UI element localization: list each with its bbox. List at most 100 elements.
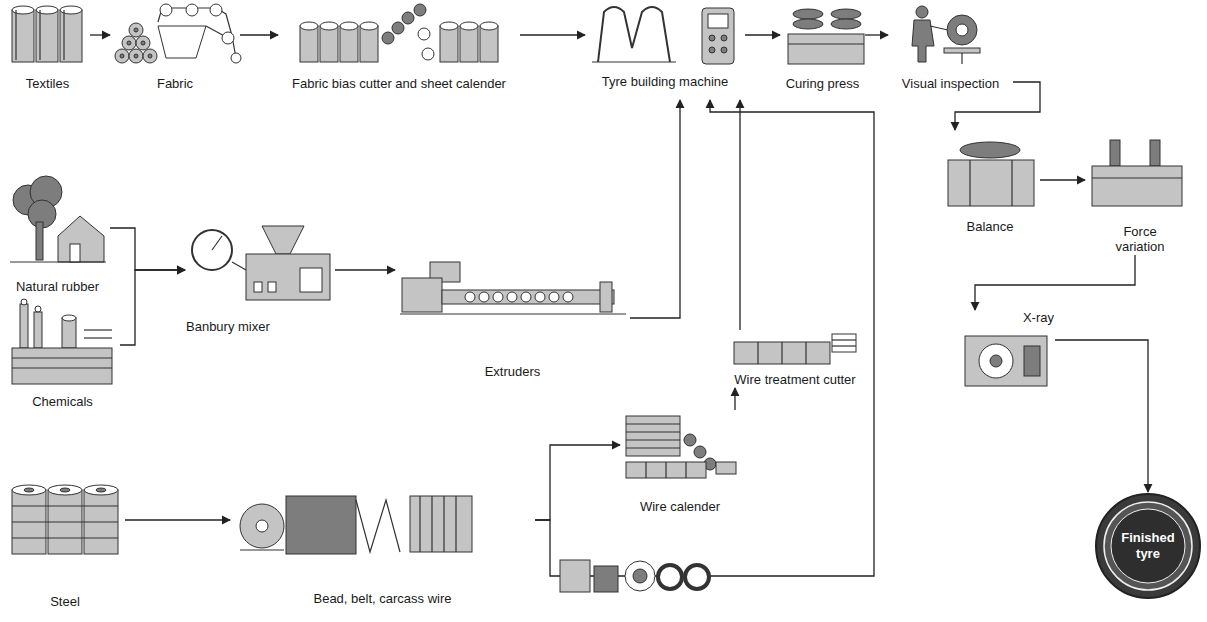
force-variation-machine xyxy=(1110,140,1120,166)
wire-treatment-cutter xyxy=(734,342,830,364)
bead-wire-line xyxy=(286,496,356,554)
textile-rolls xyxy=(36,10,58,62)
bead-machine xyxy=(560,560,709,592)
bias-cutter xyxy=(320,22,338,30)
fabric-line xyxy=(122,36,136,50)
xray-machine xyxy=(965,336,1047,386)
bias-cutter xyxy=(402,12,414,24)
wire-treatment-cutter xyxy=(757,342,758,364)
fabric-line xyxy=(210,4,222,16)
curing-press xyxy=(788,43,864,44)
flow-arrow xyxy=(975,255,1135,310)
bias-cutter xyxy=(440,26,458,62)
bias-cutter xyxy=(340,26,358,62)
bead-wire-line xyxy=(419,496,420,552)
flow-arrow xyxy=(745,34,780,35)
textile-rolls xyxy=(12,6,82,62)
banbury-mixer xyxy=(232,262,246,270)
wire-calender xyxy=(665,462,666,478)
bead-wire-line xyxy=(410,496,472,552)
tyre-building-machine xyxy=(709,35,715,41)
banbury-mixer xyxy=(192,226,330,300)
tyre-building-machine xyxy=(702,8,734,64)
bead-wire-line xyxy=(240,496,472,554)
banbury-mixer xyxy=(246,254,330,300)
inspector-figure xyxy=(912,6,980,64)
bias-cutter xyxy=(480,26,498,62)
inspector-figure xyxy=(916,6,928,18)
station-label: X-ray xyxy=(1022,310,1055,326)
flow-arrow xyxy=(739,100,740,330)
bias-cutter xyxy=(440,22,458,30)
force-variation-machine xyxy=(1092,177,1182,178)
fabric-line xyxy=(115,4,241,63)
steel-coils xyxy=(84,485,118,495)
process-station: Textiles xyxy=(5,0,90,92)
station-label: Force variation xyxy=(1104,224,1176,255)
textile-rolls xyxy=(12,6,34,14)
bead-wire-line xyxy=(455,496,456,552)
balance-machine xyxy=(1011,160,1012,206)
process-station: Wire calender xyxy=(620,410,740,515)
process-station: X-ray xyxy=(960,310,1055,395)
bias-cutter xyxy=(360,26,378,62)
wire-treatment-cutter xyxy=(734,334,856,364)
wire-calender xyxy=(685,462,686,478)
flow-arrow xyxy=(734,388,735,410)
extruder-line xyxy=(400,262,626,314)
steel-coils xyxy=(24,488,34,492)
process-station: Extruders xyxy=(395,255,630,380)
bias-cutter xyxy=(320,26,338,62)
fabric-line xyxy=(186,4,198,16)
process-station: Banbury mixer xyxy=(185,220,335,335)
rubber-plantation xyxy=(58,216,104,262)
textile-rolls xyxy=(12,10,34,62)
bias-cutter xyxy=(382,32,394,44)
curing-press xyxy=(831,19,861,29)
fabric-line xyxy=(115,49,129,63)
curing-press xyxy=(831,9,861,19)
fabric-line xyxy=(158,26,206,58)
process-station: Bead, belt, carcass wire xyxy=(230,470,535,607)
bead-wire-line xyxy=(356,500,400,552)
chemical-plant xyxy=(12,299,112,384)
fabric-line xyxy=(158,8,236,58)
rubber-plantation xyxy=(10,176,106,262)
flow-arrow xyxy=(535,100,874,576)
textile-rolls xyxy=(60,10,82,62)
chemical-plant xyxy=(21,299,27,305)
station-label: Curing press xyxy=(785,76,861,92)
extruder-line xyxy=(442,290,614,304)
steel-coils xyxy=(12,521,118,522)
flow-arrow xyxy=(90,34,110,35)
bias-cutter xyxy=(300,26,318,62)
bias-cutter xyxy=(418,28,430,40)
extruder-line xyxy=(535,292,545,302)
station-label: Fabric xyxy=(156,76,194,92)
textile-rolls xyxy=(63,10,64,60)
station-label: Fabric bias cutter and sheet calender xyxy=(291,76,507,92)
bead-machine xyxy=(685,565,709,589)
extruder-line xyxy=(493,292,503,302)
fabric-line xyxy=(127,41,131,45)
bias-cutter xyxy=(460,22,478,30)
banbury-mixer xyxy=(262,226,304,254)
station-label: Bead, belt, carcass wire xyxy=(312,591,452,607)
wire-calender xyxy=(626,416,680,456)
rubber-plantation xyxy=(70,244,80,262)
chemical-plant xyxy=(84,337,112,338)
curing-press xyxy=(788,9,864,64)
wire-treatment-cutter xyxy=(805,342,806,364)
flow-arrow xyxy=(110,228,185,270)
chemical-plant xyxy=(62,315,76,321)
flow-arrow xyxy=(335,269,395,270)
extruder-line xyxy=(400,313,626,314)
steel-coils xyxy=(48,485,82,495)
fabric-line xyxy=(134,28,138,32)
process-station: Fabric bias cutter and sheet calender xyxy=(278,0,520,92)
station-label: Banbury mixer xyxy=(185,319,271,335)
steel-coils xyxy=(12,485,118,554)
process-station: Force variation xyxy=(1085,135,1195,255)
station-label: Tyre building machine xyxy=(601,74,729,90)
bias-cutter xyxy=(480,22,498,30)
